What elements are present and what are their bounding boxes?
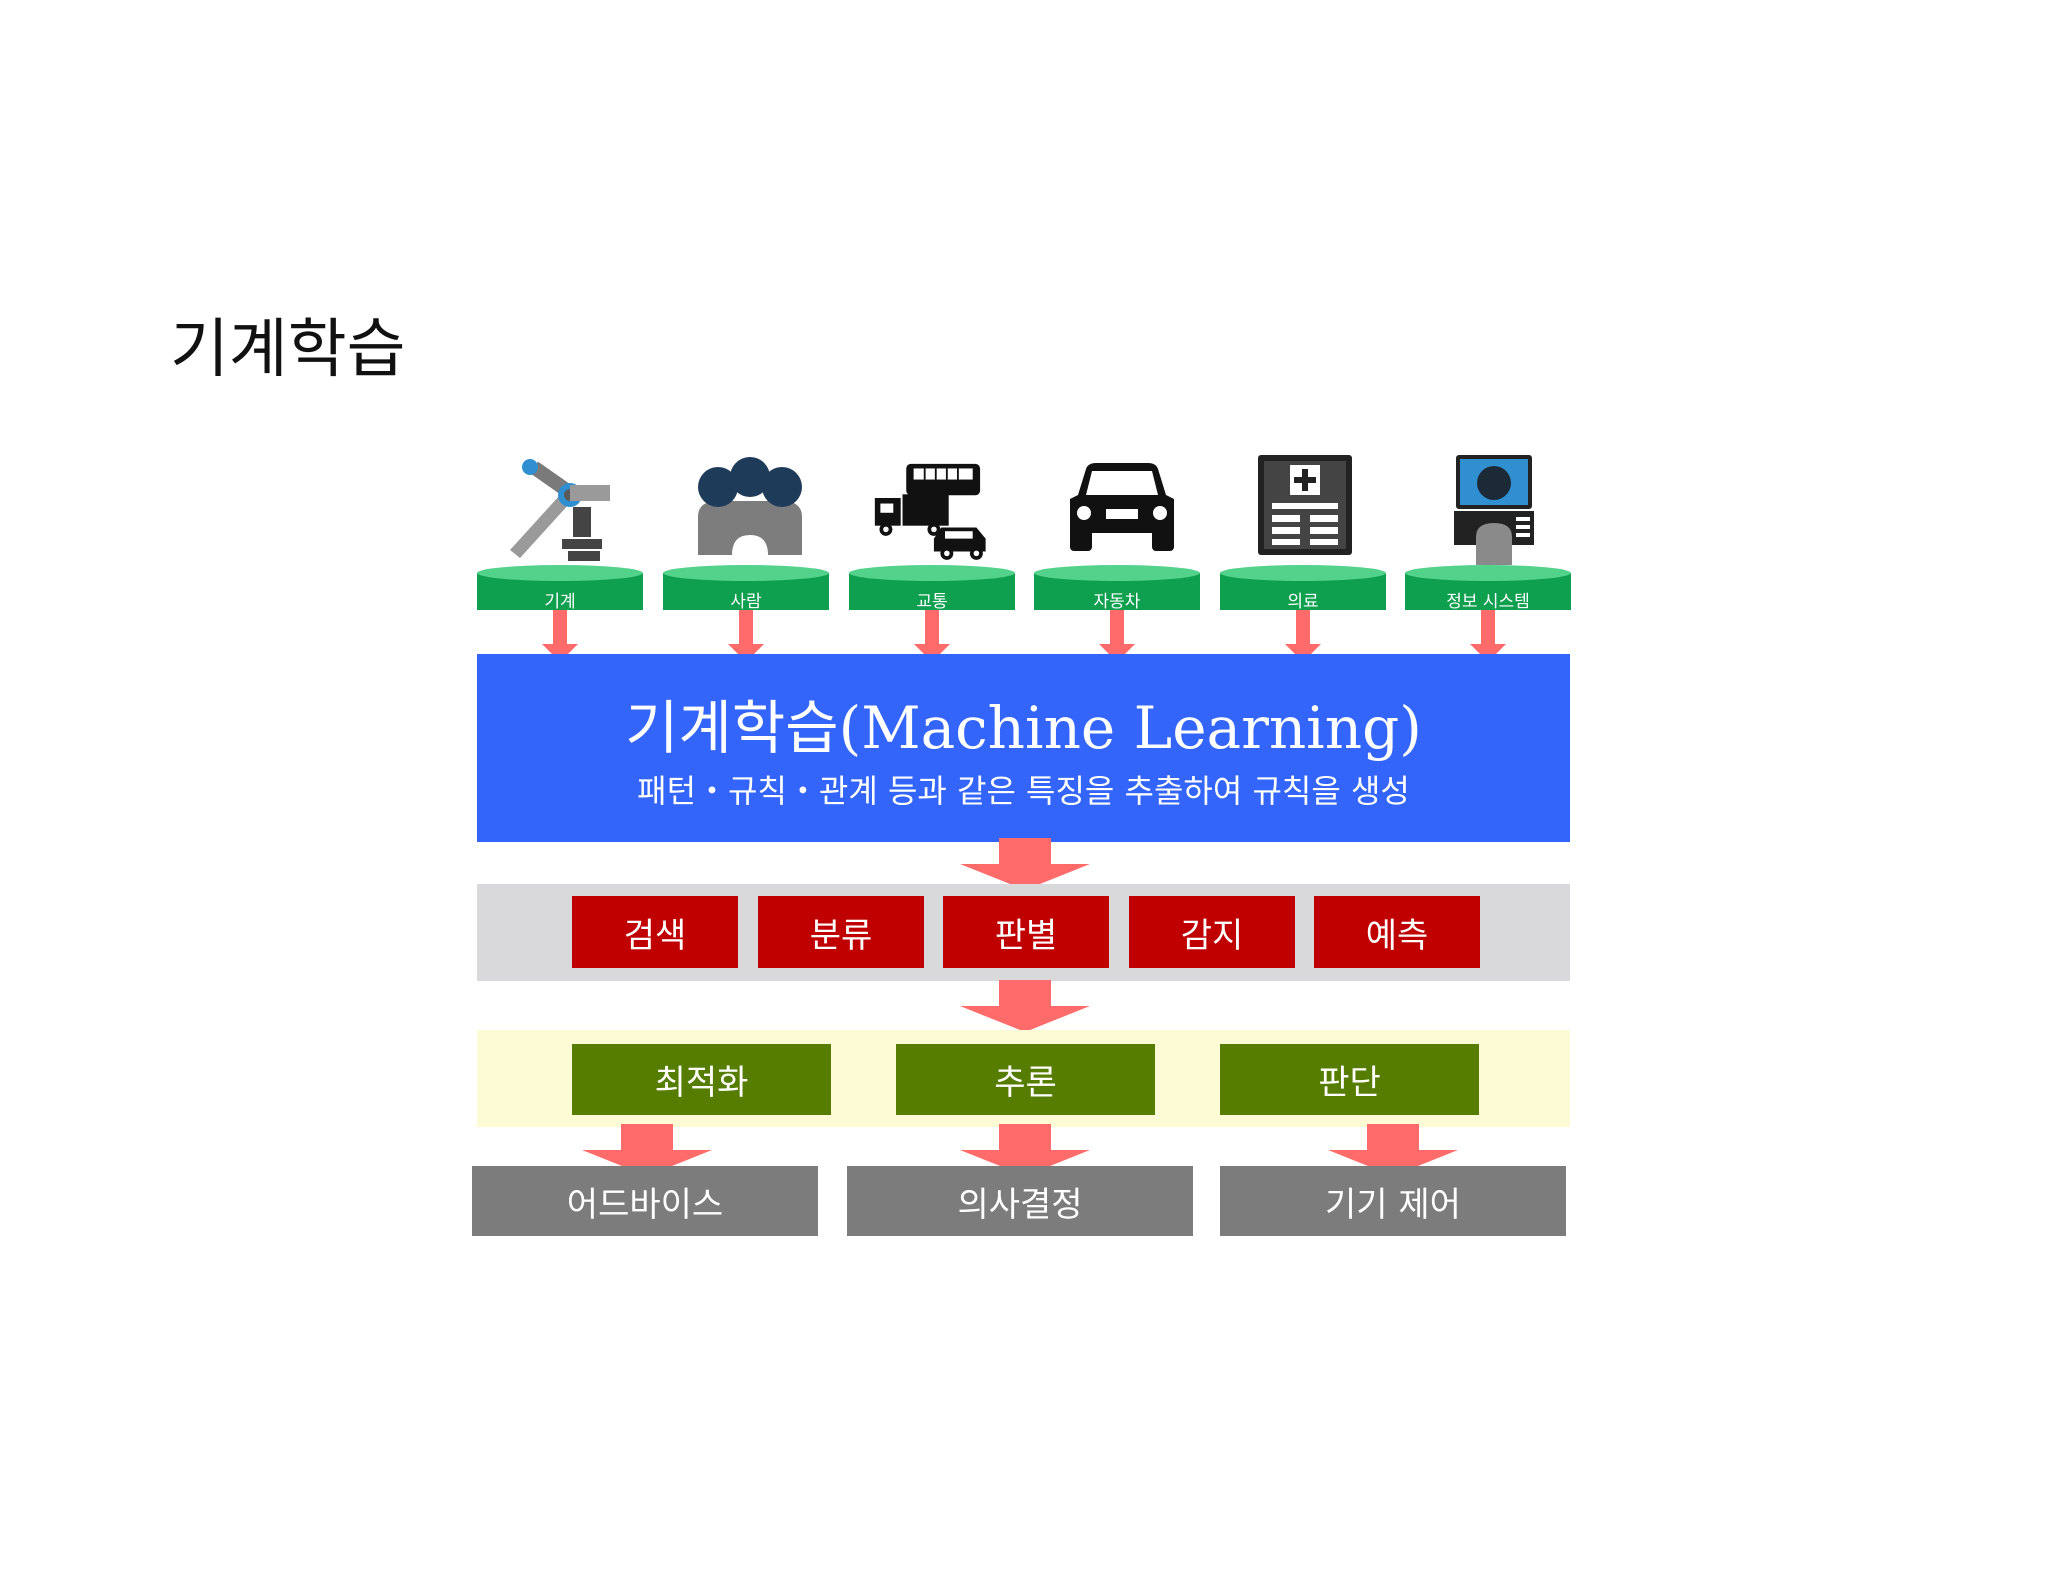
source-label: 기계 bbox=[544, 592, 576, 612]
down-arrow-icon bbox=[1099, 610, 1135, 662]
task-box: 검색 bbox=[572, 896, 738, 968]
task-box: 감지 bbox=[1129, 896, 1295, 968]
traffic-vehicles-icon bbox=[873, 455, 993, 565]
machine-learning-box: 기계학습(Machine Learning) 패턴・규칙・관계 등과 같은 특징… bbox=[477, 654, 1570, 842]
task-box: 예측 bbox=[1314, 896, 1480, 968]
source-label: 의료 bbox=[1287, 592, 1319, 612]
source-disk: 교통 bbox=[849, 565, 1015, 612]
task-box: 판별 bbox=[943, 896, 1109, 968]
down-arrow-icon bbox=[728, 610, 764, 662]
source-disk: 기계 bbox=[477, 565, 643, 612]
page-title: 기계학습 bbox=[170, 313, 406, 387]
hospital-icon bbox=[1250, 455, 1370, 565]
down-arrow-icon bbox=[960, 1124, 1090, 1176]
down-arrow-icon bbox=[960, 980, 1090, 1032]
down-arrow-icon bbox=[542, 610, 578, 662]
decision-box: 최적화 bbox=[572, 1044, 831, 1115]
down-arrow-icon bbox=[1470, 610, 1506, 662]
output-box: 어드바이스 bbox=[472, 1166, 818, 1236]
ml-title: 기계학습(Machine Learning) bbox=[625, 694, 1422, 762]
decision-box: 판단 bbox=[1220, 1044, 1479, 1115]
output-box: 의사결정 bbox=[847, 1166, 1193, 1236]
ml-subtitle: 패턴・규칙・관계 등과 같은 특징을 추출하여 규칙을 생성 bbox=[637, 772, 1410, 810]
source-label: 자동차 bbox=[1093, 592, 1141, 612]
source-label: 정보 시스템 bbox=[1446, 592, 1530, 612]
down-arrow-icon bbox=[582, 1124, 712, 1176]
source-disk: 의료 bbox=[1220, 565, 1386, 612]
source-label: 교통 bbox=[916, 592, 948, 612]
decision-box: 추론 bbox=[896, 1044, 1155, 1115]
computer-user-icon bbox=[1438, 455, 1558, 565]
down-arrow-icon bbox=[960, 838, 1090, 890]
source-disk: 자동차 bbox=[1034, 565, 1200, 612]
down-arrow-icon bbox=[914, 610, 950, 662]
source-disk: 사람 bbox=[663, 565, 829, 612]
source-label: 사람 bbox=[730, 592, 762, 612]
down-arrow-icon bbox=[1285, 610, 1321, 662]
task-box: 분류 bbox=[758, 896, 924, 968]
robot-arm-icon bbox=[500, 455, 620, 565]
car-icon bbox=[1062, 455, 1182, 565]
people-icon bbox=[690, 455, 810, 565]
output-box: 기기 제어 bbox=[1220, 1166, 1566, 1236]
source-disk: 정보 시스템 bbox=[1405, 565, 1571, 612]
down-arrow-icon bbox=[1328, 1124, 1458, 1176]
